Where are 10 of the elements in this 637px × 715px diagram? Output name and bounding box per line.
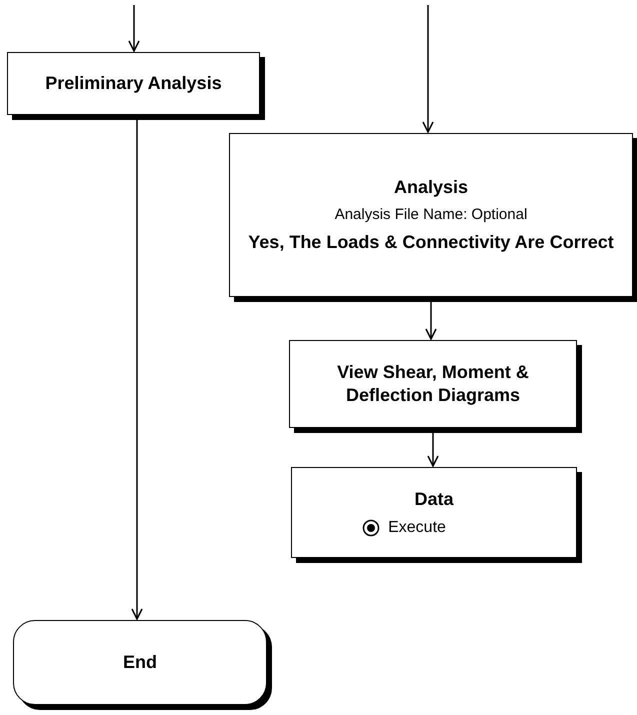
- box-title: View Shear, Moment & Deflection Diagrams: [336, 360, 530, 407]
- box-title: End: [123, 650, 157, 674]
- arrow: [422, 5, 434, 133]
- field-label: Analysis File Name: Optional: [334, 205, 528, 225]
- arrow: [128, 5, 140, 52]
- box-title: Preliminary Analysis: [45, 72, 222, 95]
- box-title: Analysis: [394, 176, 468, 199]
- option-label: Execute: [388, 519, 446, 538]
- box-title: Data: [414, 488, 454, 511]
- box-text: Yes, The Loads & Connectivity Are Correct: [248, 230, 614, 254]
